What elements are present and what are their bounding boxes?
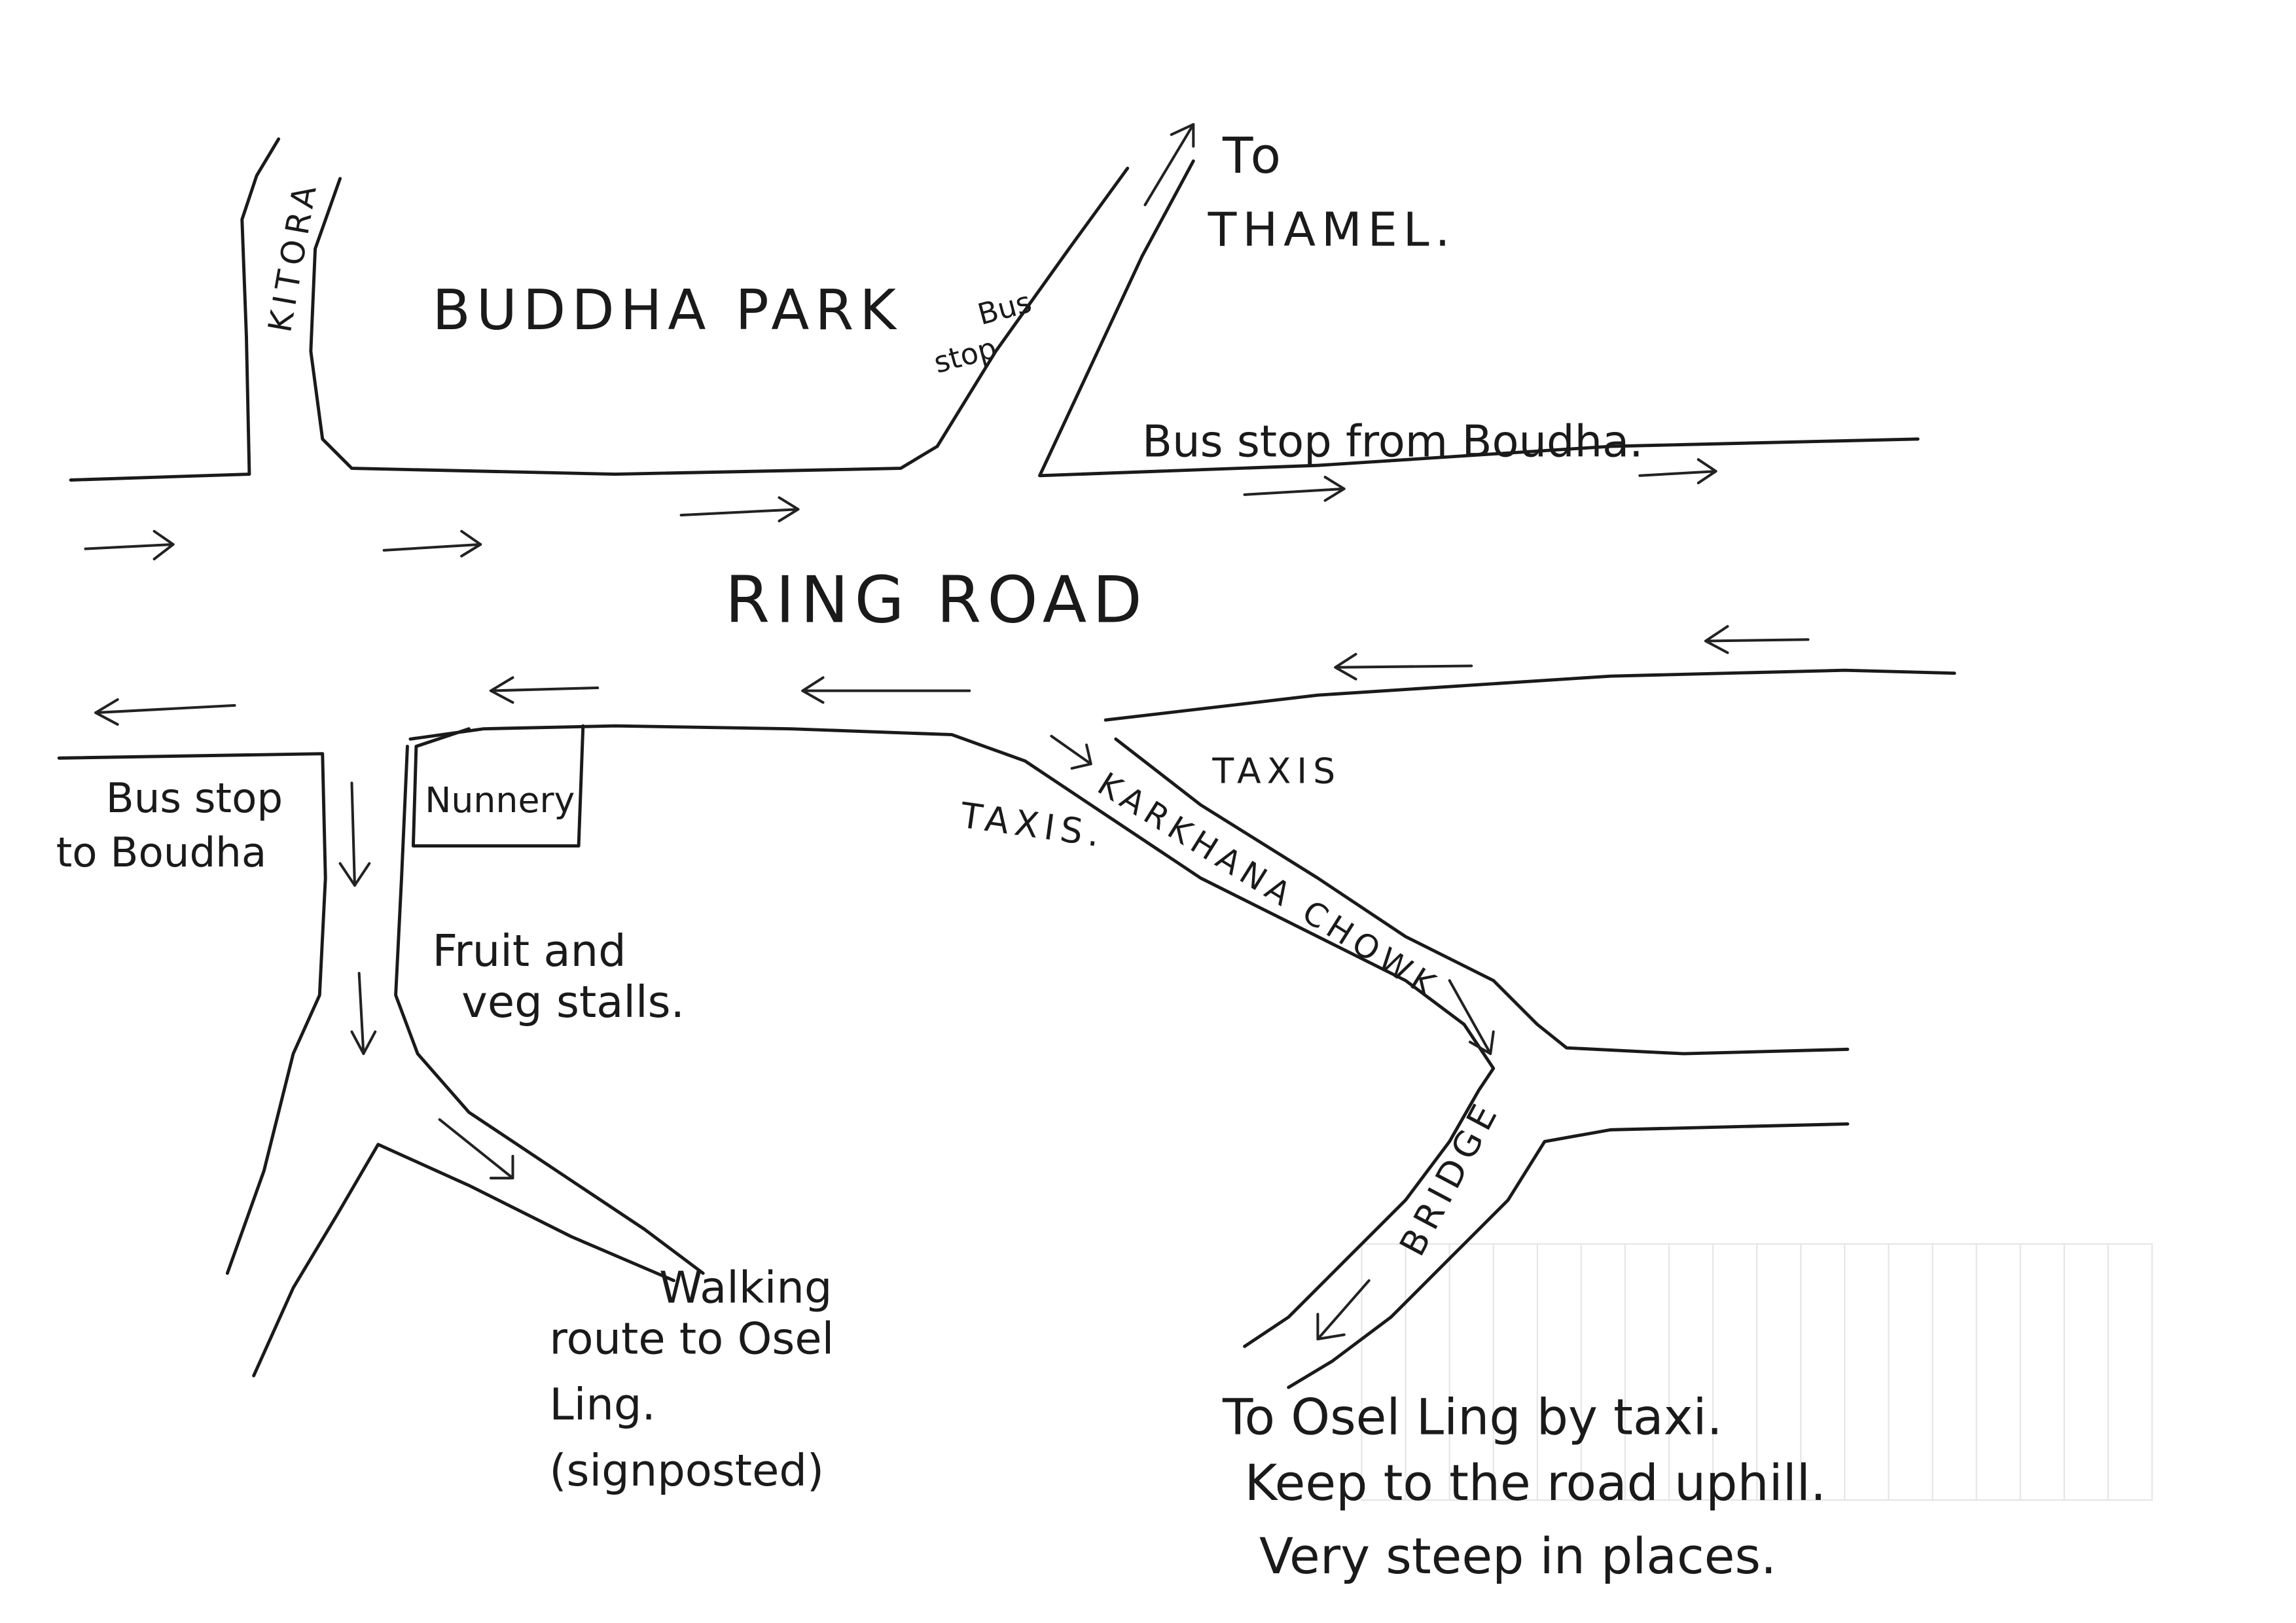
arrow-down-right-icon bbox=[438, 1118, 514, 1180]
arrow-left-icon bbox=[489, 676, 600, 704]
bridge-road bbox=[1287, 1122, 1850, 1389]
nunnery-label: Nunnery bbox=[425, 779, 575, 821]
walking-route-label: (signposted) bbox=[549, 1445, 824, 1496]
nunnery-box bbox=[411, 724, 585, 848]
karkhana-chowk-east bbox=[1114, 737, 1850, 1056]
taxis-label: TAXIS bbox=[1211, 750, 1341, 791]
thamel-road-east-edge bbox=[1038, 159, 1920, 478]
arrow-right-icon bbox=[1638, 458, 1717, 484]
walking-route-road bbox=[394, 745, 705, 1275]
walking-route-label: Walking bbox=[659, 1262, 832, 1313]
arrow-down-icon bbox=[350, 972, 377, 1056]
taxi-directions-note: To Osel Ling by taxi. bbox=[1222, 1388, 1723, 1446]
to-thamel-label: To bbox=[1222, 126, 1287, 185]
ring-road-label: RING ROAD bbox=[725, 563, 1148, 637]
fruit-veg-label: veg stalls. bbox=[461, 976, 685, 1027]
ring-road-south-edge-west bbox=[57, 752, 327, 1275]
arrow-down-right-icon bbox=[1050, 734, 1092, 770]
arrow-right-icon bbox=[679, 496, 800, 523]
taxi-directions-note: Very steep in places. bbox=[1259, 1527, 1776, 1585]
arrow-down-icon bbox=[1448, 979, 1495, 1056]
fruit-veg-label: Fruit and bbox=[432, 925, 626, 976]
arrow-left-icon bbox=[801, 676, 971, 704]
buddha-park-label: BUDDHA PARK bbox=[432, 278, 901, 343]
arrow-left-icon bbox=[1704, 625, 1810, 654]
ring-road-north-edge-west bbox=[69, 137, 281, 482]
bus-stop-from-boudha-label: Bus stop from Boudha. bbox=[1142, 416, 1643, 467]
traffic-arrows bbox=[84, 123, 1810, 1341]
arrow-right-icon bbox=[1243, 476, 1346, 502]
bus-stop-to-boudha-label: to Boudha bbox=[56, 829, 267, 876]
walking-route-label: route to Osel bbox=[549, 1313, 834, 1364]
arrow-left-icon bbox=[94, 698, 236, 726]
arrow-down-left-icon bbox=[1316, 1279, 1371, 1341]
ring-road-south-edge bbox=[1103, 668, 1956, 722]
arrow-up-right-icon bbox=[1143, 123, 1195, 207]
arrow-right-icon bbox=[84, 529, 175, 561]
to-thamel-label: THAMEL. bbox=[1208, 203, 1456, 257]
arrow-down-icon bbox=[338, 781, 371, 887]
ring-road-south-edge-mid bbox=[408, 724, 1496, 1348]
kitora-east-edge bbox=[309, 166, 1130, 476]
arrow-right-icon bbox=[382, 529, 482, 558]
arrow-left-icon bbox=[1334, 652, 1473, 681]
taxi-directions-note: Keep to the road uphill. bbox=[1245, 1454, 1827, 1512]
faint-grid bbox=[1361, 1243, 2153, 1501]
roads bbox=[57, 137, 1956, 1389]
bus-stop-to-boudha-label: Bus stop bbox=[106, 774, 283, 822]
walking-route-label: Ling. bbox=[549, 1379, 655, 1430]
nunnery-road-east bbox=[252, 1143, 675, 1378]
